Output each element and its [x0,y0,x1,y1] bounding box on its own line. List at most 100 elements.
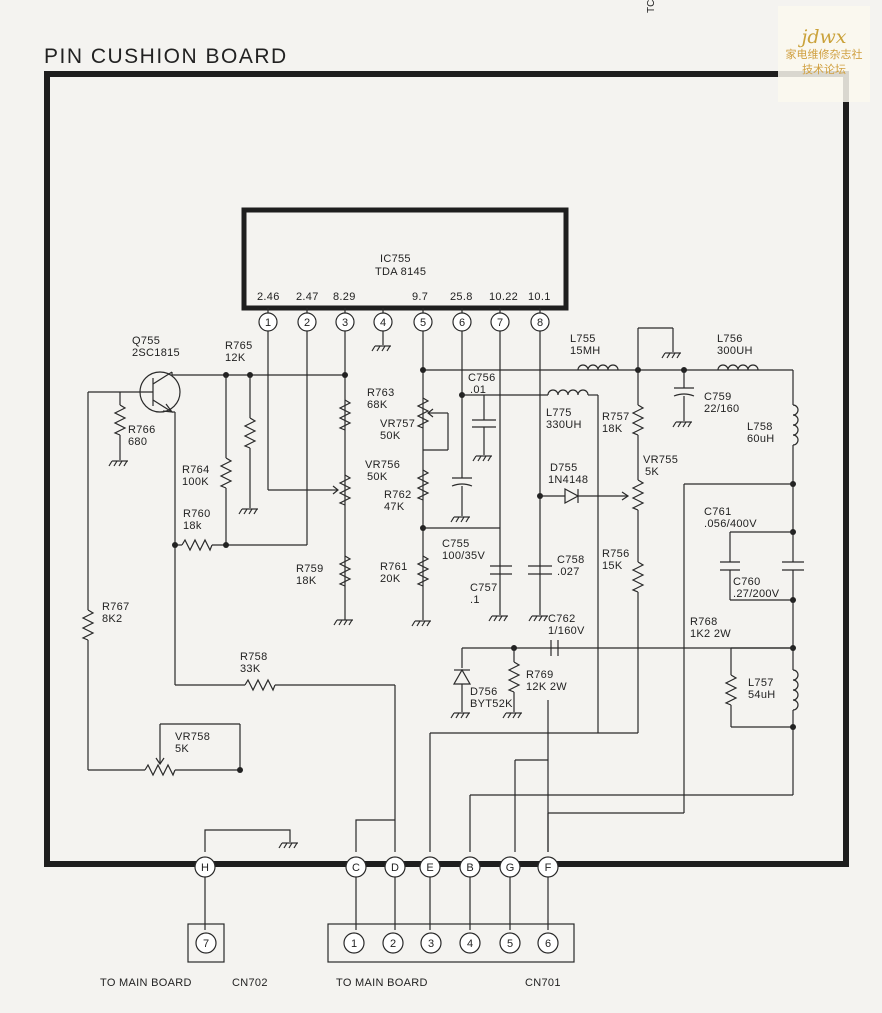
q755-ref: Q755 [132,335,160,347]
pin-8-voltage: 10.1 [528,291,551,303]
r757-value: 18K [602,423,623,435]
c761-ref: C761 [704,506,732,518]
ic755-pin-6 [452,312,472,332]
ic755-part: TDA 8145 [375,266,426,278]
cn701-pin-1: 1 [351,938,357,950]
board-terminals: H C D E B G F [194,856,559,878]
c755-ref: C755 [442,538,470,550]
watermark-logo: jdwx [801,26,847,48]
c757-value: .1 [470,594,480,606]
r767-ref: R767 [102,601,130,613]
c756-ref: C756 [468,372,496,384]
r761-ref: R761 [380,561,408,573]
watermark-line2: 技术论坛 [802,64,846,76]
ic755-pin-5 [413,312,433,332]
ic755-pin-5-num: 5 [420,317,426,329]
c759-ref: C759 [704,391,732,403]
terminal-g-label: G [506,862,515,874]
pin-5-voltage: 9.7 [412,291,428,303]
vr755-value: 5K [645,466,659,478]
cn701-ref: CN701 [525,977,561,989]
ic755-pin-7 [490,312,510,332]
c755-value: 100/35V [442,550,485,562]
ic755-pin-4 [373,312,393,332]
q755-transistor [120,371,345,685]
terminal-b-label: B [466,862,473,874]
cn702-destination: TO MAIN BOARD [100,977,192,989]
r764-ref: R764 [182,464,210,476]
vr756-ref: VR756 [365,459,400,471]
l775-value: 330UH [546,419,582,431]
ic755-pin-4-num: 4 [380,317,386,329]
c756-value: .01 [470,384,486,396]
cn701-box [327,923,575,963]
terminal-c-label: C [352,862,360,874]
c758-ref: C758 [557,554,585,566]
cn702-box [187,923,225,963]
l775-ref: L775 [546,407,572,419]
terminal-e-label: E [426,862,433,874]
c760-ref: C760 [733,576,761,588]
watermark-line1: 家电维修杂志社 [785,49,863,61]
r759-ref: R759 [296,563,324,575]
r766-ref: R766 [128,424,156,436]
r758-ref: R758 [240,651,268,663]
ic755-pin-1 [258,312,278,332]
r765-ref: R765 [225,340,253,352]
pin-6-voltage: 25.8 [450,291,473,303]
vr757-value: 50K [380,430,401,442]
vr755-ref: VR755 [643,454,678,466]
ic755-pin-8 [530,312,550,332]
ic755-pin-8-num: 8 [537,317,543,329]
r763-value: 68K [367,399,388,411]
ic755-voltages: 2.46 2.47 8.29 9.7 25.8 10.22 10.1 [257,291,551,303]
r769-ref: R769 [526,669,554,681]
l758-value: 60uH [747,433,775,445]
terminal-f-label: F [545,862,552,874]
d755-value: 1N4148 [548,474,588,486]
watermark: jdwx 家电维修杂志社 技术论坛 [778,6,870,102]
l756-value: 300UH [717,345,753,357]
r763-ref: R763 [367,387,395,399]
ic755-pin-2-num: 2 [304,317,310,329]
r760-value: 18k [183,520,202,532]
r767-value: 8K2 [102,613,122,625]
vr758-value: 5K [175,743,189,755]
c757-ref: C757 [470,582,498,594]
l755-value: 15MH [570,345,601,357]
cn701-pin-6: 6 [545,938,551,950]
c761-value: .056/400V [704,518,757,530]
cn702-ref: CN702 [232,977,268,989]
r761-value: 20K [380,573,401,585]
ic755-pin-3-num: 3 [342,317,348,329]
l756-ref: L756 [717,333,743,345]
d755-ref: D755 [550,462,578,474]
pin-3-voltage: 8.29 [333,291,356,303]
l758-ref: L758 [747,421,773,433]
vr757-ref: VR757 [380,418,415,430]
c760-value: .27/200V [733,588,780,600]
l757-value: 54uH [748,689,776,701]
r759-value: 18K [296,575,317,587]
d756-value: BYT52K [470,698,513,710]
c759-value: 22/160 [704,403,739,415]
pin-2-voltage: 2.47 [296,291,319,303]
cn701-pin-3: 3 [428,938,434,950]
r765-value: 12K [225,352,246,364]
c758-value: .027 [557,566,580,578]
d756-ref: D756 [470,686,498,698]
ic755-ref: IC755 [380,253,411,265]
r769-value: 12K 2W [526,681,567,693]
page-title: PIN CUSHION BOARD [44,45,288,68]
vr756-value: 50K [367,471,388,483]
pin-7-voltage: 10.22 [489,291,518,303]
ic755-pin-7-num: 7 [497,317,503,329]
ic755-pin-1-num: 1 [265,317,271,329]
vr758-ref: VR758 [175,731,210,743]
r762-ref: R762 [384,489,412,501]
cn702-pin: 7 [203,938,209,950]
corner-mark: TC [646,0,657,13]
l755-ref: L755 [570,333,596,345]
ic755-body [241,207,569,311]
